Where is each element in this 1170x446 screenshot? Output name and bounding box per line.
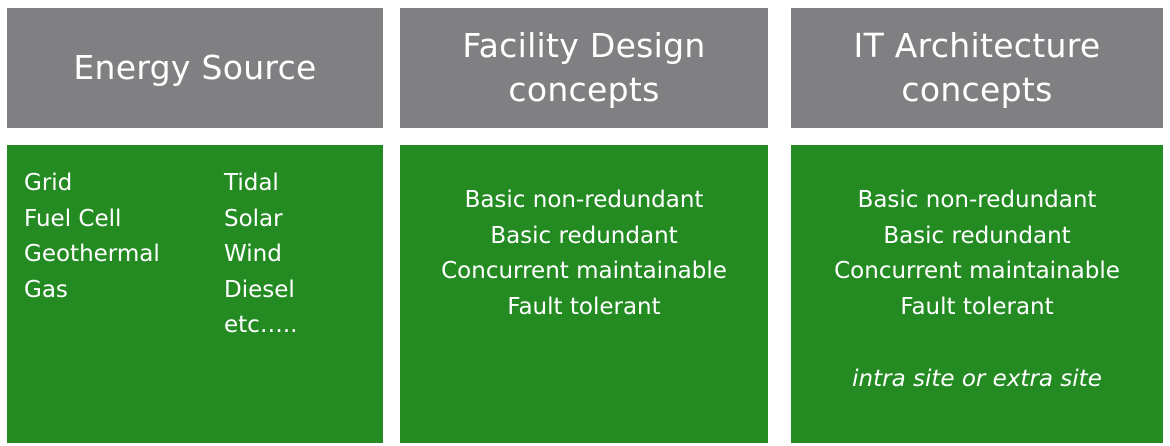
energy-source-item: Grid: [24, 170, 73, 196]
energy-source-panel: Grid Fuel Cell Geothermal Gas Tidal Sola…: [7, 145, 383, 443]
header-line: Energy Source: [73, 48, 317, 87]
header-line: concepts: [901, 70, 1053, 109]
facility-design-header: Facility Design concepts: [400, 8, 768, 128]
facility-design-panel: Basic non-redundant Basic redundant Conc…: [400, 145, 768, 443]
energy-source-item: Diesel: [224, 276, 295, 303]
energy-source-header: Energy Source: [7, 8, 383, 128]
concept-item: Concurrent maintainable: [834, 258, 1120, 284]
energy-source-column: Energy Source Grid Fuel Cell Geothermal …: [7, 8, 383, 443]
energy-source-list-left: Grid Fuel Cell Geothermal Gas: [24, 166, 160, 308]
header-line: concepts: [508, 70, 660, 109]
it-architecture-column: IT Architecture concepts Basic non-redun…: [791, 8, 1163, 443]
header-line: IT Architecture: [853, 26, 1101, 65]
energy-source-item: Solar: [224, 205, 283, 232]
it-architecture-list: Basic non-redundant Basic redundant Conc…: [791, 183, 1163, 325]
energy-source-item: Tidal: [224, 170, 279, 196]
energy-source-list-right: Tidal Solar Wind Diesel etc…..: [224, 166, 297, 344]
concept-item: Basic redundant: [883, 222, 1071, 249]
concept-item: Concurrent maintainable: [441, 258, 727, 284]
concept-item: Basic redundant: [490, 222, 678, 249]
energy-source-item: etc…..: [224, 312, 298, 338]
energy-source-item: Fuel Cell: [24, 205, 122, 232]
header-line: Facility Design: [462, 26, 706, 65]
site-note: intra site or extra site: [852, 366, 1102, 392]
energy-source-item: Wind: [224, 241, 282, 267]
concept-item: Basic non-redundant: [464, 187, 704, 213]
facility-design-column: Facility Design concepts Basic non-redun…: [400, 8, 768, 443]
energy-source-item: Geothermal: [24, 241, 160, 267]
it-architecture-panel: Basic non-redundant Basic redundant Conc…: [791, 145, 1163, 443]
facility-design-list: Basic non-redundant Basic redundant Conc…: [400, 183, 768, 325]
concept-item: Fault tolerant: [507, 293, 661, 320]
it-architecture-header: IT Architecture concepts: [791, 8, 1163, 128]
concept-item: Basic non-redundant: [857, 187, 1097, 213]
concept-item: Fault tolerant: [900, 293, 1054, 320]
energy-source-item: Gas: [24, 276, 68, 303]
